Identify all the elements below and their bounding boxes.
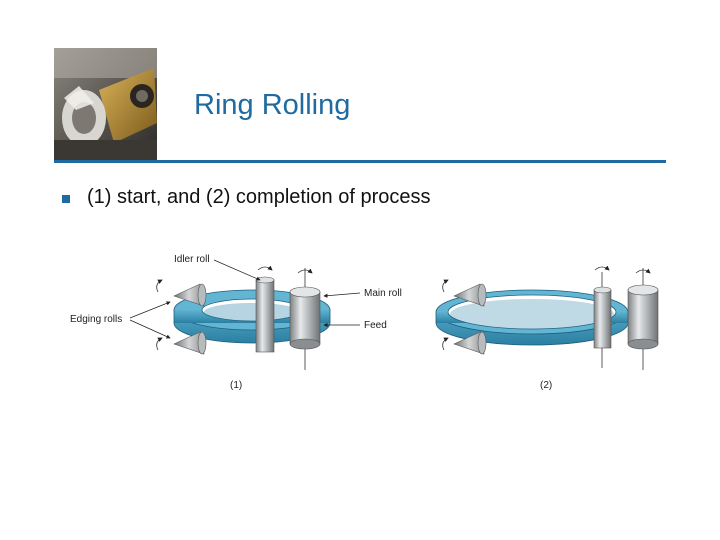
bullet-text: (1) start, and (2) completion of process xyxy=(87,186,431,208)
slide-title: Ring Rolling xyxy=(194,89,351,121)
header-photo xyxy=(54,48,157,161)
figure-panel-2: (2) xyxy=(435,265,659,391)
label-edging-rolls: Edging rolls xyxy=(70,314,122,325)
caption-panel-1: (1) xyxy=(230,380,242,391)
caption-panel-2: (2) xyxy=(540,380,552,391)
figure-panel-1: Idler roll Main roll Edging rolls Feed (… xyxy=(70,254,402,391)
label-idler-roll: Idler roll xyxy=(174,254,210,265)
ring-rolling-figure: Idler roll Main roll Edging rolls Feed (… xyxy=(62,240,672,400)
label-main-roll: Main roll xyxy=(364,288,402,299)
title-underline xyxy=(54,160,666,163)
bullet-item: (1) start, and (2) completion of process xyxy=(62,186,430,209)
label-feed: Feed xyxy=(364,320,387,331)
square-bullet-icon xyxy=(62,194,70,203)
